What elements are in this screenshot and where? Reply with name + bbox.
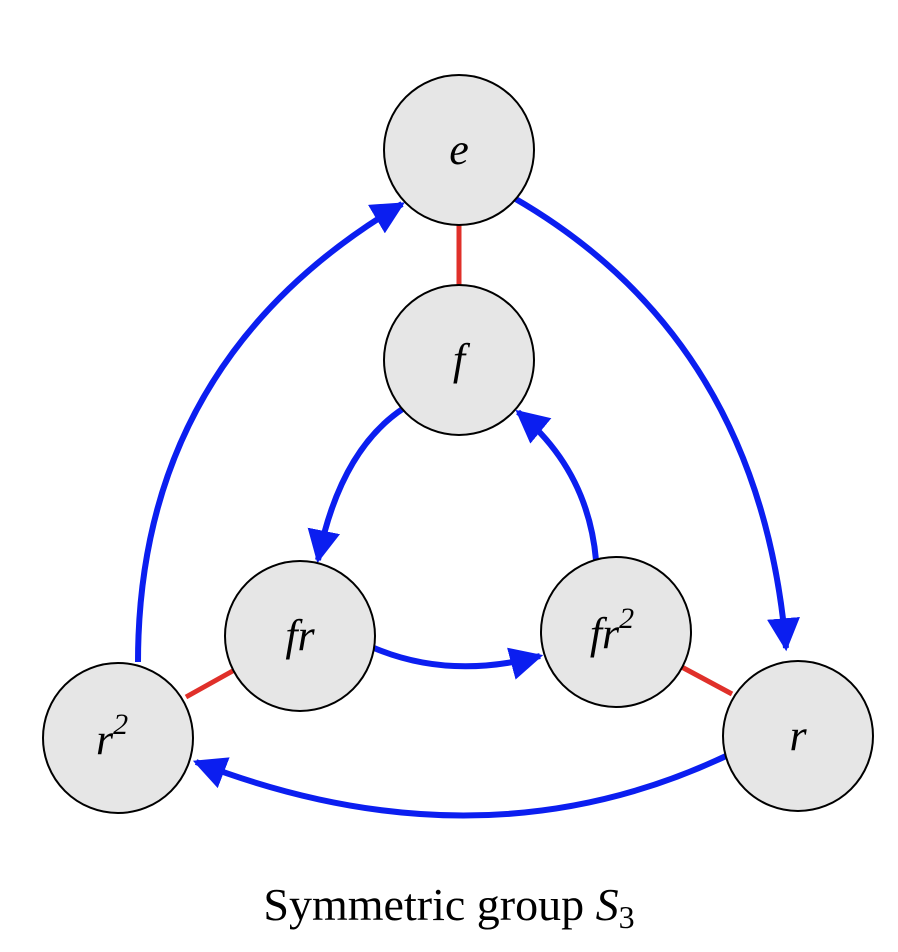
node-label-fr2: fr2	[590, 602, 634, 658]
node-f: f	[383, 284, 535, 436]
edge-r-r2	[192, 753, 728, 819]
node-r: r	[722, 660, 874, 812]
node-r2: r2	[42, 662, 194, 814]
caption-group-symbol: S	[596, 879, 619, 930]
caption-group-index: 3	[619, 899, 635, 935]
edge-fr-r2	[184, 665, 240, 700]
node-label-e: e	[449, 125, 469, 174]
node-fr: fr	[224, 560, 376, 712]
node-e: e	[383, 74, 535, 226]
node-label-fr: fr	[285, 611, 315, 660]
node-label-r: r	[789, 711, 807, 760]
edge-f-fr	[307, 405, 406, 564]
caption: Symmetric group S3	[263, 879, 634, 935]
node-fr2: fr2	[540, 556, 692, 708]
edge-e-r	[512, 195, 800, 652]
edge-r2-e	[135, 201, 405, 663]
edge-fr2-f	[515, 409, 599, 561]
edge-fr2-r	[676, 662, 734, 697]
node-label-r2: r2	[96, 708, 128, 764]
caption-text: Symmetric group	[263, 879, 595, 930]
edge-fr-fr2	[372, 645, 544, 680]
